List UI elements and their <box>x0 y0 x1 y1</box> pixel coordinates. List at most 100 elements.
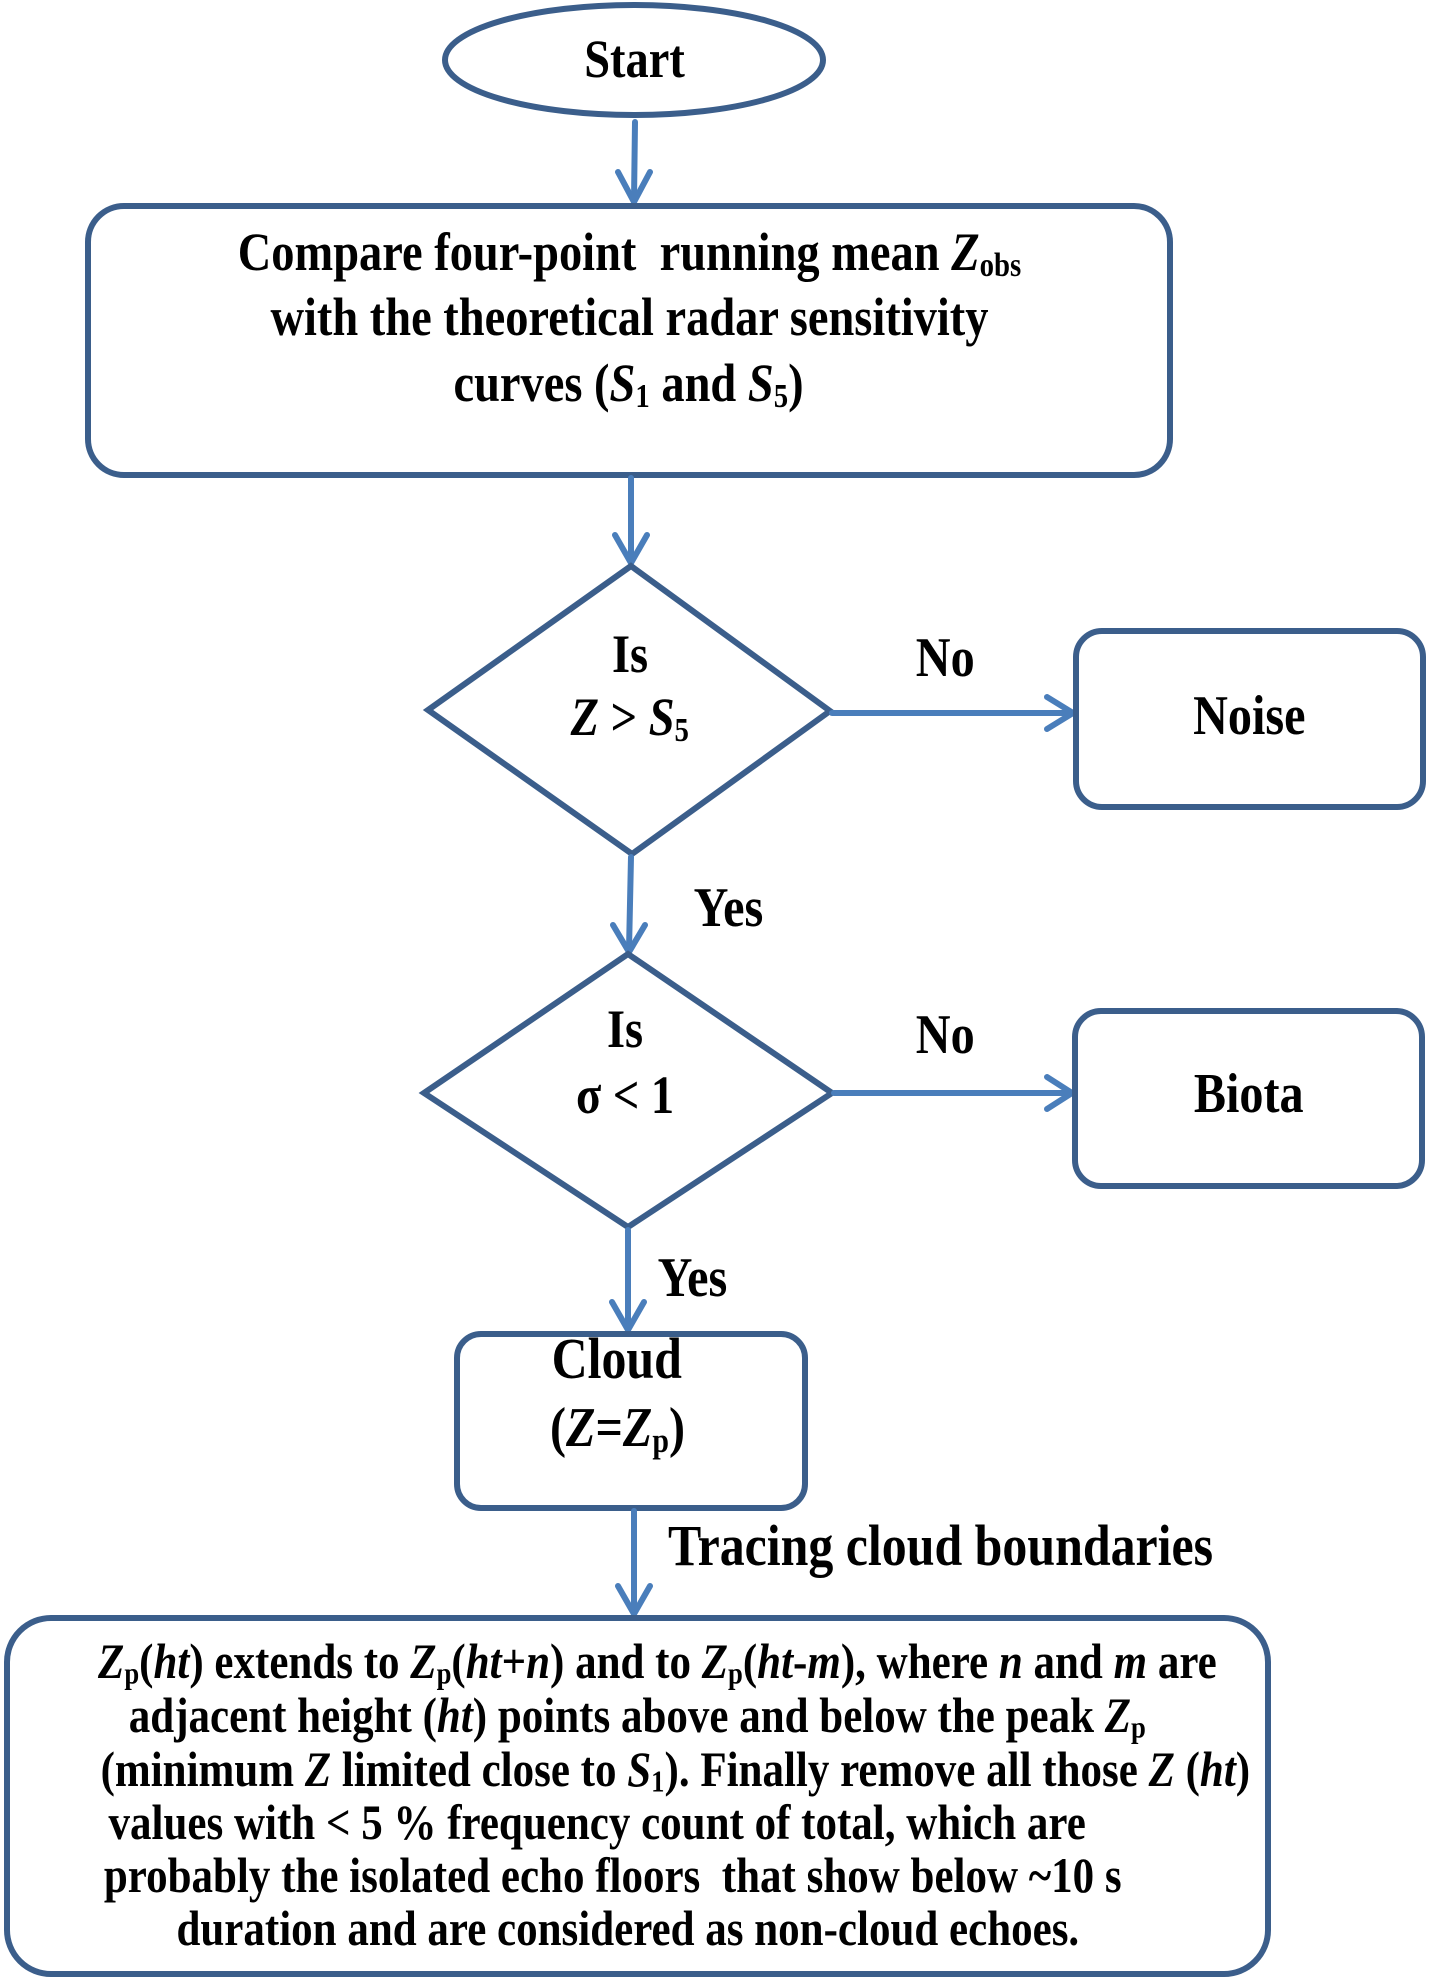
yes-label-1: Yes <box>672 880 784 936</box>
decision2-line-2: σ < 1 <box>475 1068 775 1122</box>
decision1-node <box>422 562 836 858</box>
subscript: p <box>436 1655 452 1691</box>
var-z: Z <box>570 687 600 747</box>
text-segment: ). Finally remove all those <box>664 1741 1149 1797</box>
compare-line-3: curves (S1 and S5) <box>88 356 1170 414</box>
no-label-2-text: No <box>915 1004 975 1066</box>
text-segment: are <box>1147 1633 1217 1689</box>
arrow-decision1-to-decision2 <box>626 854 634 953</box>
sub-obs: obs <box>979 247 1021 285</box>
decision1-is: Is <box>611 624 649 684</box>
text-segment: ) points above and below the peak <box>472 1687 1105 1743</box>
math-variable: Z <box>304 1741 332 1797</box>
arrowhead-decision2-to-cloud <box>609 1299 647 1337</box>
noise-label-text: Noise <box>1193 685 1306 747</box>
final-line-3-text: (minimum Z limited close to S1). Finally… <box>101 1744 1251 1797</box>
final-line-4-text: values with < 5 % frequency count of tot… <box>108 1794 1087 1850</box>
text-segment: ) and to <box>550 1633 702 1689</box>
math-variable: ht <box>465 1633 502 1689</box>
text-segment: + <box>501 1633 527 1689</box>
text-segment: ) extends to <box>189 1633 411 1689</box>
sub-5: 5 <box>774 378 789 416</box>
text-segment: ) <box>1235 1741 1251 1797</box>
final-line-2: adjacent height (ht) points above and be… <box>7 1690 1268 1743</box>
subscript: p <box>1131 1709 1147 1745</box>
noise-node <box>1073 628 1426 810</box>
sub-1: 1 <box>635 378 651 416</box>
final-line-4: values with < 5 % frequency count of tot… <box>7 1797 1268 1847</box>
text-segment: limited close to <box>331 1741 628 1797</box>
decision1-line-2: Z > S5 <box>480 690 780 748</box>
decision2-is: Is <box>606 999 644 1059</box>
final-line-2-text: adjacent height (ht) points above and be… <box>129 1690 1146 1743</box>
text-segment: ( <box>451 1633 466 1689</box>
cloud-label-text: Cloud <box>551 1326 683 1391</box>
cloud-line-2: (Z=Zp) <box>457 1400 777 1459</box>
arrowhead-start-to-compare <box>615 169 653 209</box>
subscript: 1 <box>651 1763 665 1799</box>
var-z: Z <box>950 222 980 282</box>
noise-label: Noise <box>1076 688 1423 744</box>
compare-line-3-suffix: ) <box>788 353 805 413</box>
final-line-5: probably the isolated echo floors that s… <box>7 1850 1268 1900</box>
start-label: Start <box>445 32 823 86</box>
text-segment: ( <box>742 1633 758 1689</box>
math-variable: Z <box>1104 1687 1132 1743</box>
tracing-label-text: Tracing cloud boundaries <box>668 1513 1214 1578</box>
text-segment: ), where <box>840 1633 999 1689</box>
paren-open: ( <box>549 1397 566 1459</box>
math-variable: ht <box>757 1633 794 1689</box>
no-label-1: No <box>880 630 1010 686</box>
var-s5: S <box>748 353 775 413</box>
tracing-cloud-boundaries-label: Tracing cloud boundaries <box>668 1517 1308 1575</box>
compare-line-1-text: Compare four-point running mean <box>237 222 951 282</box>
math-variable: n <box>998 1633 1023 1689</box>
math-variable: Z <box>1148 1741 1175 1797</box>
text-segment: ( <box>1174 1741 1200 1797</box>
no-label-1-text: No <box>915 627 975 689</box>
yes-label-2: Yes <box>636 1250 748 1306</box>
math-variable: m <box>807 1633 841 1689</box>
final-line-1-text: Zp(ht) extends to Zp(ht+n) and to Zp(ht-… <box>98 1636 1217 1689</box>
final-line-3: (minimum Z limited close to S1). Finally… <box>7 1744 1268 1797</box>
compare-line-2-text: with the theoretical radar sensitivity <box>269 287 988 347</box>
paren-close: ) <box>668 1397 685 1459</box>
compare-line-1: Compare four-point running mean Zobs <box>88 225 1170 283</box>
math-variable: ht <box>1199 1741 1236 1797</box>
sub-p: p <box>651 1421 669 1461</box>
start-node <box>442 2 826 118</box>
start-label-text: Start <box>583 29 685 89</box>
cloud-node <box>454 1331 808 1511</box>
final-line-1: Zp(ht) extends to Zp(ht+n) and to Zp(ht-… <box>7 1636 1268 1689</box>
yes-label-2-text: Yes <box>657 1247 727 1309</box>
operator-gt: > <box>599 687 649 747</box>
compare-line-2: with the theoretical radar sensitivity <box>88 290 1170 344</box>
subscript: p <box>728 1655 743 1691</box>
decision2-line-1: Is <box>525 1002 725 1056</box>
arrow-start-to-compare <box>631 119 638 203</box>
text-segment: and <box>1022 1633 1114 1689</box>
math-variable: S <box>627 1741 652 1797</box>
math-variable: m <box>1113 1633 1148 1689</box>
biota-label-text: Biota <box>1193 1063 1304 1125</box>
math-variable: n <box>526 1633 551 1689</box>
no-label-2: No <box>880 1007 1010 1063</box>
biota-label: Biota <box>1075 1066 1422 1122</box>
math-variable: Z <box>701 1633 729 1689</box>
decision2-condition: σ < 1 <box>575 1065 675 1125</box>
text-segment: (minimum <box>100 1741 305 1797</box>
equals: = <box>594 1397 623 1459</box>
yes-label-1-text: Yes <box>693 877 763 939</box>
var-s1: S <box>609 353 636 413</box>
math-variable: Z <box>98 1633 125 1689</box>
var-z: Z <box>565 1397 595 1459</box>
var-zp: Z <box>622 1397 652 1459</box>
arrowhead-cloud-to-final <box>615 1583 653 1621</box>
biota-node <box>1072 1008 1425 1189</box>
final-line-6-text: duration and are considered as non-cloud… <box>176 1900 1079 1956</box>
subscript: p <box>124 1655 140 1691</box>
text-segment: - <box>793 1633 808 1689</box>
math-variable: Z <box>410 1633 437 1689</box>
final-node <box>4 1615 1271 1977</box>
